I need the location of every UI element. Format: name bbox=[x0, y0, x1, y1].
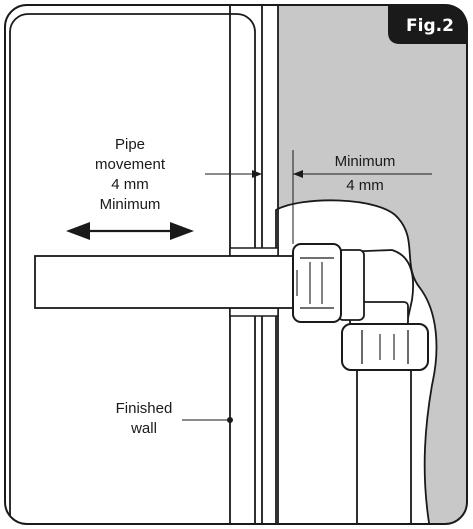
pipe-movement-line-4: Minimum bbox=[100, 196, 161, 213]
gap-dimension bbox=[205, 150, 432, 244]
pipe-movement-line-1: Pipe bbox=[115, 136, 145, 153]
collet-nut-horizontal bbox=[292, 243, 342, 323]
pipe-movement-line-3: 4 mm bbox=[111, 176, 149, 193]
figure-badge-text: Fig.2 bbox=[406, 16, 454, 36]
finished-wall-line-2: wall bbox=[130, 420, 157, 437]
pipe-movement-line-2: movement bbox=[95, 156, 166, 173]
minimum-gap-line-2: 4 mm bbox=[346, 177, 384, 194]
frame-border bbox=[4, 4, 468, 525]
vertical-pipe bbox=[356, 359, 412, 524]
horizontal-pipe bbox=[34, 255, 298, 309]
wall-bracket-top bbox=[229, 247, 279, 257]
finished-wall-line-1: Finished bbox=[116, 400, 173, 417]
wall-bracket-bottom bbox=[229, 307, 279, 317]
figure-badge bbox=[388, 5, 467, 44]
collet-nut-vertical bbox=[341, 323, 429, 371]
movement-arrow bbox=[66, 222, 194, 240]
finished-wall-leader-dot bbox=[227, 417, 233, 423]
minimum-gap-line-1: Minimum bbox=[335, 153, 396, 170]
